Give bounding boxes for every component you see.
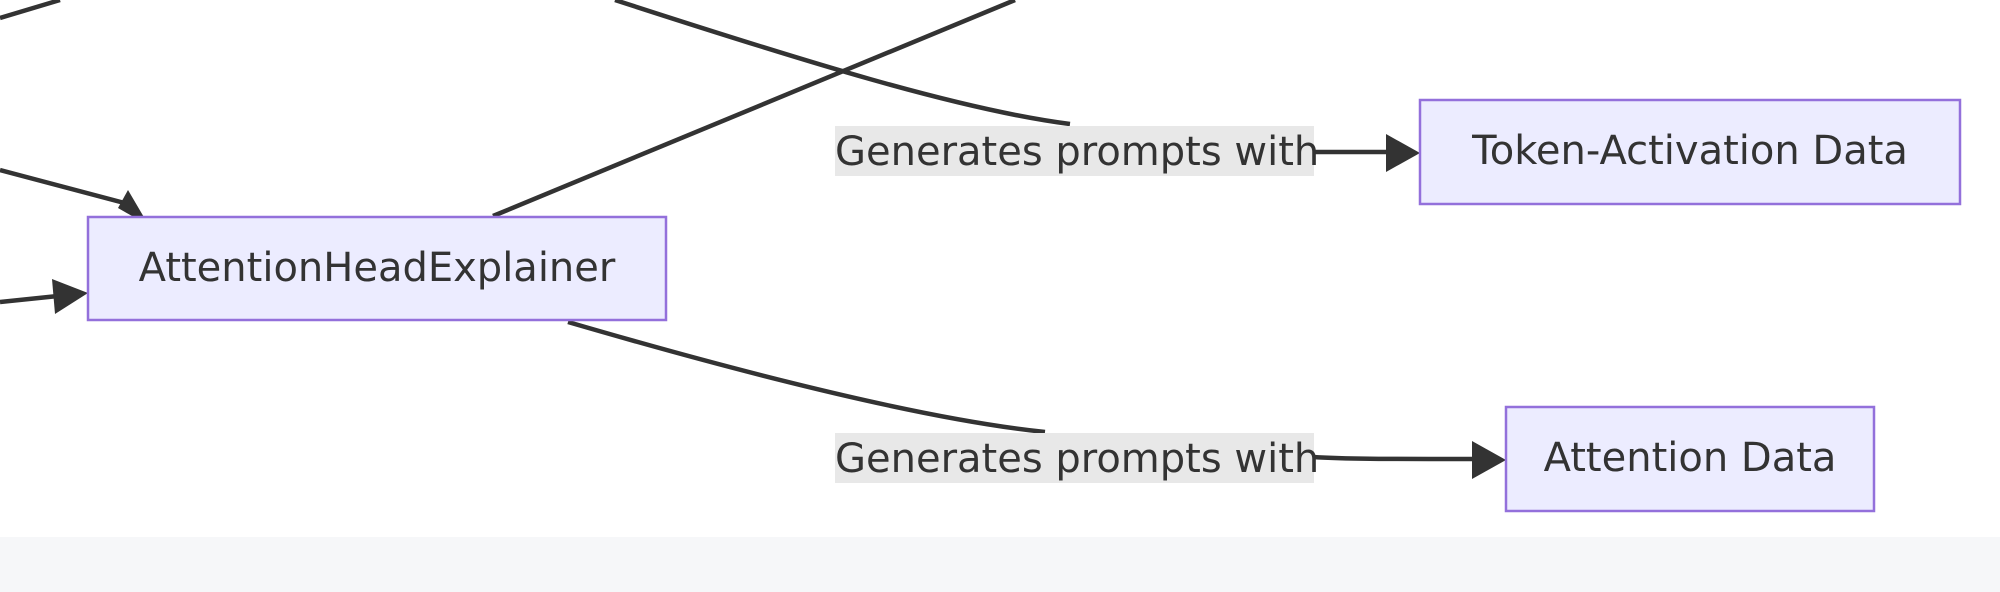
edge-incoming-to-explainer-left — [0, 293, 59, 305]
edge-explainer-upward — [492, 0, 1016, 219]
node-token-activation-data[interactable]: Token-Activation Data — [1418, 98, 1962, 206]
node-box — [1418, 98, 1962, 206]
edge-label-token-activation: Generates prompts with — [835, 126, 1319, 176]
node-label: AttentionHeadExplainer — [139, 245, 616, 291]
edge-label-background — [835, 433, 1314, 483]
edge-to-token-activation-curve — [614, 0, 1071, 127]
node-label: Attention Data — [1544, 435, 1837, 481]
node-box — [86, 215, 668, 322]
edge-label-background — [835, 126, 1314, 176]
node-label: Token-Activation Data — [1471, 128, 1908, 174]
edge-to-attention-curve — [567, 319, 1046, 435]
footer-band — [0, 537, 2000, 592]
edge-label-text: Generates prompts with — [835, 436, 1319, 482]
arrowhead-incoming-top — [118, 190, 145, 219]
node-attention-head-explainer[interactable]: AttentionHeadExplainer — [86, 215, 668, 322]
flowchart-canvas: Generates prompts with Generates prompts… — [0, 0, 1962, 513]
edge-incoming-to-explainer-top — [0, 167, 133, 208]
node-attention-data[interactable]: Attention Data — [1504, 405, 1876, 513]
arrowhead-incoming-left — [52, 279, 88, 314]
edge-incoming-top-left — [0, 0, 61, 21]
edge-label-attention: Generates prompts with — [835, 433, 1319, 483]
edge-label-text: Generates prompts with — [835, 129, 1319, 175]
edge-to-attention-tail — [1312, 454, 1473, 462]
arrowhead-token-activation — [1386, 134, 1420, 172]
node-box — [1504, 405, 1876, 513]
arrowhead-attention — [1472, 441, 1506, 479]
